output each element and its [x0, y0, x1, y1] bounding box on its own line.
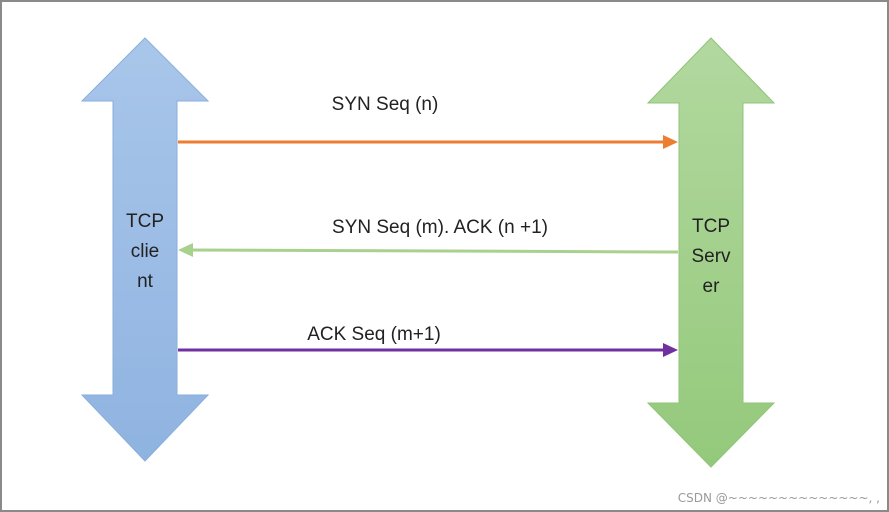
message-ack-arrowhead [663, 343, 678, 357]
server-label-line-2: Serv [691, 246, 731, 267]
message-synack-label: SYN Seq (m). ACK (n +1) [332, 217, 548, 238]
server-label-line-1: TCP [692, 216, 730, 237]
client-double-arrow [80, 37, 210, 462]
client-label-line-2: clie [131, 241, 160, 262]
server-double-arrow [646, 37, 776, 468]
message-syn-arrowhead [663, 135, 678, 149]
message-synack-arrowhead [178, 243, 193, 257]
message-synack-line [189, 248, 679, 254]
client-label-line-3: nt [137, 271, 154, 292]
server-label-line-3: er [703, 276, 721, 297]
message-ack-label: ACK Seq (m+1) [307, 324, 441, 345]
message-syn-label: SYN Seq (n) [332, 94, 439, 115]
client-label-line-1: TCP [126, 211, 164, 232]
watermark-text: CSDN @~~~~~~~~~~~~~~, , [678, 491, 880, 505]
